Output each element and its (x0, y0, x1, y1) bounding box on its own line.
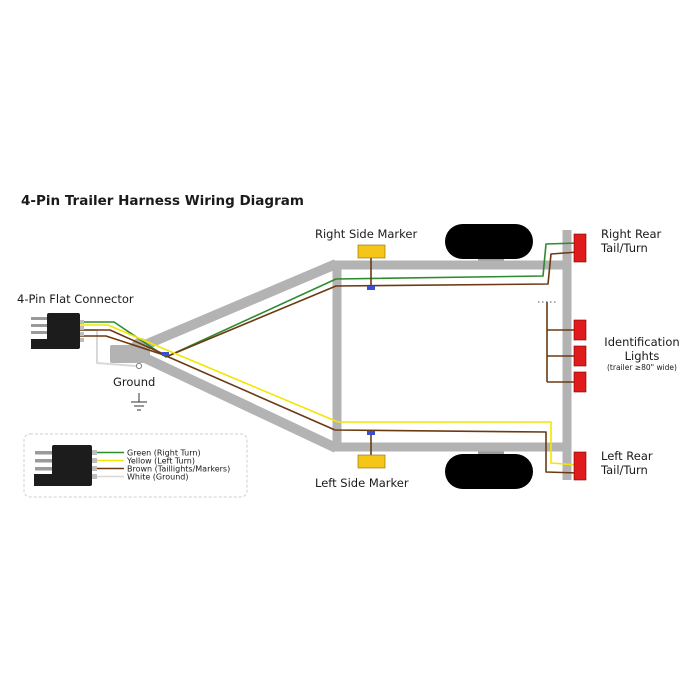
right-rear-lamp (573, 233, 587, 263)
id-lights-label-line2: Lights (625, 349, 660, 363)
legend-label-3: White (Ground) (127, 472, 188, 481)
connector-body (47, 313, 80, 349)
legend-connector-terminal (92, 474, 97, 479)
legend-connector-terminal (92, 458, 97, 463)
wire-brown-upper (80, 251, 579, 357)
splices (162, 286, 375, 435)
connector-tab (31, 339, 49, 349)
legend-box (23, 433, 248, 498)
tire-left (445, 454, 533, 489)
legend-connector-pin (35, 451, 52, 455)
legend-connector-terminal (92, 466, 97, 471)
trailer-frame (142, 230, 572, 480)
tire-right (445, 224, 533, 259)
connector-terminal (80, 332, 84, 336)
wire-green (80, 242, 579, 358)
wire-yellow (80, 324, 579, 466)
rear-lamps (573, 233, 587, 481)
left-rear-lamp (573, 451, 587, 481)
connector-label: 4-Pin Flat Connector (17, 292, 134, 306)
wires (80, 242, 579, 474)
ground-symbol-icon (131, 393, 147, 411)
right-rear-label-line1: Right Rear (601, 227, 662, 241)
wire-brown-id-lights (546, 302, 578, 383)
diagram-title: 4-Pin Trailer Harness Wiring Diagram (21, 193, 304, 209)
legend-label-2: Brown (Taillights/Markers) (127, 464, 230, 473)
legend-texts: Green (Right Turn)Yellow (Left Turn)Brow… (126, 448, 230, 481)
connector-main (31, 313, 84, 349)
connector-terminal (80, 326, 84, 330)
right-side-marker-lamp (357, 244, 386, 259)
left-rear-label-line2: Tail/Turn (600, 463, 648, 477)
id-light-1 (573, 319, 587, 341)
id-lights-note: (trailer ≥80" wide) (607, 363, 677, 372)
right-side-marker-label: Right Side Marker (315, 227, 417, 241)
connector-pin (31, 324, 47, 327)
tongue-upper (143, 259, 338, 350)
connector-terminal (80, 320, 84, 324)
splice-right-marker (367, 286, 375, 290)
legend-lines (97, 451, 124, 478)
connector-terminal (80, 338, 84, 342)
id-lights-label-line1: Identification (604, 335, 679, 349)
left-side-marker-lamp (357, 454, 386, 469)
splice-tongue (162, 352, 169, 356)
connector-pin (31, 331, 47, 334)
legend-connector-tab (34, 474, 54, 486)
legend-label-0: Green (Right Turn) (127, 448, 201, 457)
ground-label: Ground (113, 375, 155, 389)
legend: Green (Right Turn)Yellow (Left Turn)Brow… (23, 433, 248, 498)
splice-left-marker (367, 431, 375, 435)
left-rear-label-line1: Left Rear (601, 449, 653, 463)
legend-label-1: Yellow (Left Turn) (126, 456, 195, 465)
id-light-2 (573, 345, 587, 367)
tongue-lower (142, 353, 339, 453)
legend-connector-terminal (92, 450, 97, 455)
left-side-marker-label: Left Side Marker (315, 476, 409, 490)
id-light-3 (573, 371, 587, 393)
connector-pin (31, 317, 47, 320)
legend-connector-body (52, 445, 92, 486)
legend-connector-pin (35, 467, 52, 471)
tires (445, 224, 533, 489)
legend-connector-pin (35, 459, 52, 463)
ground-screw-icon (135, 362, 142, 369)
right-rear-label-line2: Tail/Turn (600, 241, 648, 255)
wire-brown-lower (80, 335, 579, 474)
